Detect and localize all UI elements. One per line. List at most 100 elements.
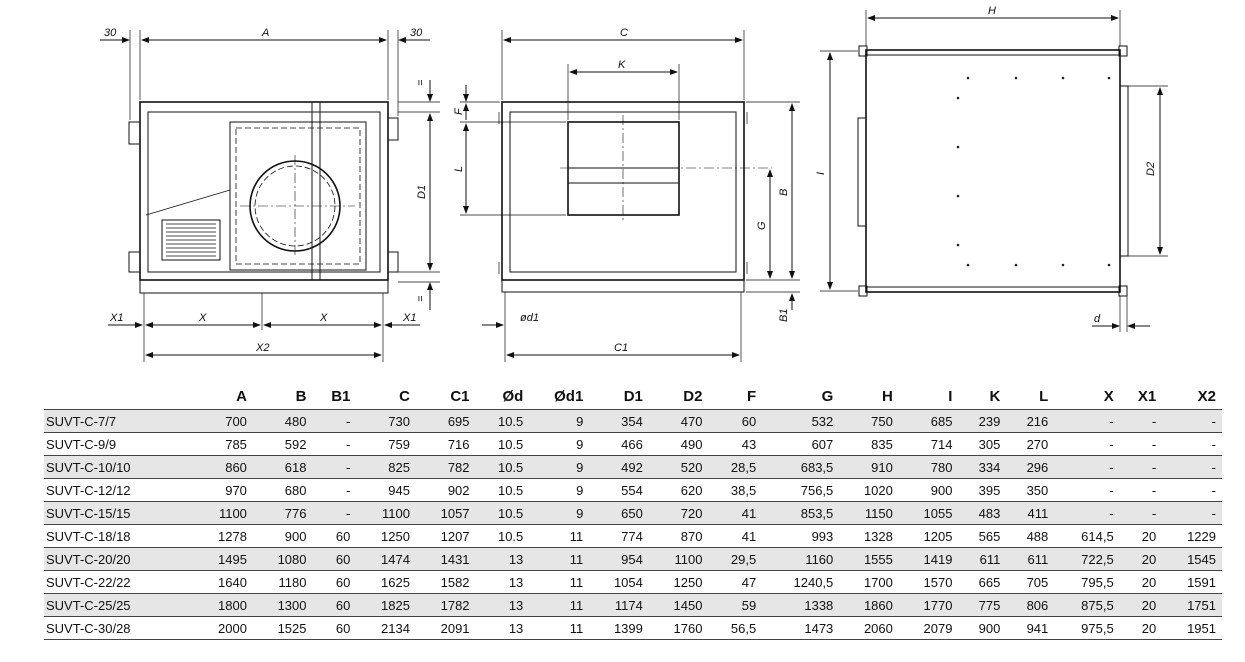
- table-cell: 10.5: [475, 455, 530, 479]
- table-cell: 492: [589, 455, 649, 479]
- table-cell: -: [312, 432, 357, 456]
- front-view: A 30 30 D1 = = X X X1 X1 X2: [100, 27, 440, 362]
- table-cell: 910: [839, 455, 899, 479]
- column-header-k: K: [958, 384, 1007, 410]
- dim-x2-label: X2: [255, 342, 269, 354]
- table-cell: 60: [312, 547, 357, 571]
- table-cell: 13: [475, 547, 530, 571]
- table-cell: 1205: [898, 524, 959, 548]
- table-cell: 490: [648, 432, 709, 456]
- table-cell: -: [1162, 501, 1222, 525]
- table-cell: 20: [1119, 570, 1163, 594]
- table-cell: -: [1119, 409, 1163, 433]
- table-cell: 20: [1119, 616, 1163, 640]
- table-cell: 1328: [839, 524, 899, 548]
- table-cell: 853,5: [762, 501, 840, 525]
- table-cell: 411: [1006, 501, 1055, 525]
- table-cell: 683,5: [762, 455, 840, 479]
- table-cell: -: [1054, 501, 1120, 525]
- table-cell: 354: [589, 409, 649, 433]
- table-cell: 9: [529, 455, 590, 479]
- table-cell: 774: [589, 524, 649, 548]
- table-cell: 782: [415, 455, 476, 479]
- table-cell: 2091: [415, 616, 476, 640]
- table-cell: 1570: [898, 570, 959, 594]
- dim-od1-label: ød1: [520, 312, 539, 324]
- table-cell: 2000: [193, 616, 253, 640]
- dim-k-label: K: [618, 59, 626, 71]
- table-cell: 900: [252, 524, 313, 548]
- table-cell: 1250: [648, 570, 709, 594]
- table-cell: -: [1119, 478, 1163, 502]
- table-cell: 296: [1006, 455, 1055, 479]
- table-cell: 1473: [762, 616, 840, 640]
- table-cell: 902: [415, 478, 476, 502]
- column-header-g: G: [762, 384, 840, 410]
- table-cell: 611: [958, 547, 1007, 571]
- table-cell: -: [1054, 432, 1120, 456]
- table-cell: 480: [252, 409, 313, 433]
- dim-h-label: H: [988, 5, 996, 17]
- table-cell: 1770: [898, 593, 959, 617]
- model-name-cell: SUVT-C-30/28: [44, 616, 194, 640]
- table-cell: 41: [708, 524, 763, 548]
- table-cell: 13: [475, 616, 530, 640]
- table-cell: 1700: [839, 570, 899, 594]
- dim-c1-label: C1: [614, 342, 628, 354]
- column-header-i: I: [898, 384, 959, 410]
- table-cell: 860: [193, 455, 253, 479]
- table-cell: 1160: [762, 547, 840, 571]
- column-header-a: A: [193, 384, 253, 410]
- table-cell: -: [312, 478, 357, 502]
- table-cell: -: [1054, 455, 1120, 479]
- dim-a-label: A: [261, 27, 269, 39]
- table-cell: 10.5: [475, 501, 530, 525]
- table-cell: 1431: [415, 547, 476, 571]
- side-view: C K F L G B B1 C1 ød1: [453, 27, 800, 362]
- column-header-d1: D1: [589, 384, 649, 410]
- table-cell: 825: [356, 455, 416, 479]
- column-header-ød1: Ød1: [529, 384, 590, 410]
- table-cell: 722,5: [1054, 547, 1120, 571]
- column-header-c1: C1: [415, 384, 476, 410]
- table-cell: 10.5: [475, 478, 530, 502]
- table-cell: 565: [958, 524, 1007, 548]
- table-cell: 470: [648, 409, 709, 433]
- table-cell: 466: [589, 432, 649, 456]
- table-cell: 1150: [839, 501, 899, 525]
- table-cell: -: [312, 409, 357, 433]
- table-cell: 60: [312, 616, 357, 640]
- table-cell: 900: [958, 616, 1007, 640]
- table-cell: -: [312, 455, 357, 479]
- model-name-cell: SUVT-C-18/18: [44, 524, 194, 548]
- eq-top-label: =: [415, 79, 427, 86]
- table-cell: 1100: [356, 501, 416, 525]
- table-cell: 1825: [356, 593, 416, 617]
- table-cell: -: [1054, 478, 1120, 502]
- table-cell: 1338: [762, 593, 840, 617]
- eq-bottom-label: =: [415, 295, 427, 302]
- column-header-c: C: [356, 384, 416, 410]
- table-cell: 1054: [589, 570, 649, 594]
- table-cell: 554: [589, 478, 649, 502]
- column-header-b1: B1: [312, 384, 357, 410]
- table-cell: 1640: [193, 570, 253, 594]
- vent-grille: [161, 219, 221, 261]
- table-cell: 11: [529, 524, 590, 548]
- table-cell: -: [1119, 455, 1163, 479]
- table-cell: 875,5: [1054, 593, 1120, 617]
- table-cell: 1240,5: [762, 570, 840, 594]
- table-cell: 730: [356, 409, 416, 433]
- model-name-cell: SUVT-C-7/7: [44, 409, 194, 433]
- table-cell: 607: [762, 432, 840, 456]
- dim-d1-label: D1: [416, 185, 428, 199]
- model-name-cell: SUVT-C-20/20: [44, 547, 194, 571]
- column-header-x1: X1: [1119, 384, 1163, 410]
- column-header-d2: D2: [648, 384, 709, 410]
- table-cell: 705: [1006, 570, 1055, 594]
